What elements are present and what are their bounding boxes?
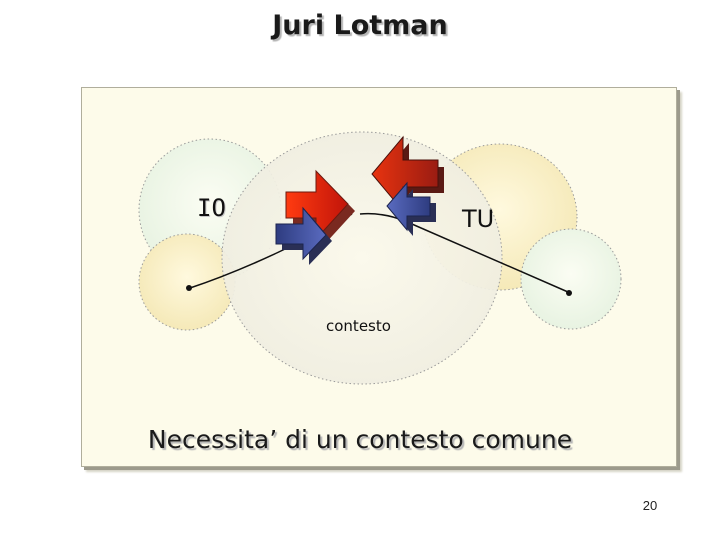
slide-caption: Necessita’ di un contesto comune bbox=[147, 425, 573, 454]
slide-title: Juri Lotman bbox=[272, 10, 448, 41]
tu-endpoint-dot bbox=[566, 290, 572, 296]
tu-small-circle bbox=[520, 228, 622, 330]
io-small-circle bbox=[138, 233, 236, 331]
io-label: IO bbox=[197, 194, 226, 222]
context-ellipse bbox=[221, 131, 503, 385]
page-number: 20 bbox=[642, 498, 658, 513]
tu-blue-arrow bbox=[386, 181, 436, 236]
io-blue-arrow bbox=[275, 206, 332, 265]
io-endpoint-dot bbox=[186, 285, 192, 291]
io-red-arrow bbox=[285, 169, 355, 246]
tu-label: TU bbox=[461, 205, 494, 233]
context-label: contesto bbox=[326, 317, 391, 335]
